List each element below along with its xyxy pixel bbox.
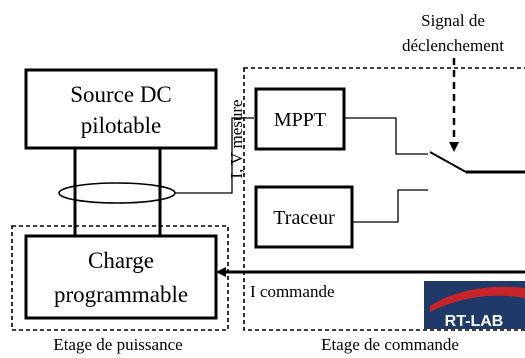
charge-block (24, 234, 218, 320)
source-dc-label-line1: Source DC (70, 82, 172, 107)
switch-blade (429, 151, 467, 173)
mppt-output-line (344, 117, 428, 155)
rt-lab-logo: RT-LAB (424, 281, 525, 330)
iv-mesure-label: I, V mesure (227, 99, 246, 178)
i-commande-label: I commande (250, 282, 335, 301)
etage-puissance-frame (11, 225, 229, 331)
traceur-output-line (352, 189, 428, 223)
signal-label-line2: déclenchement (402, 36, 504, 55)
mppt-label: MPPT (274, 109, 326, 131)
etage-commande-label: Etage de commande (321, 335, 459, 354)
charge-label-line1: Charge (88, 248, 154, 273)
mppt-block (254, 87, 346, 151)
rt-lab-logo-swoosh (430, 286, 525, 312)
traceur-block (254, 185, 354, 249)
rt-lab-logo-text: RT-LAB (445, 313, 504, 330)
charge-label-line2: programmable (54, 282, 188, 307)
signal-label-line1: Signal de (421, 11, 485, 30)
traceur-label: Traceur (273, 207, 335, 229)
source-dc-label-line2: pilotable (81, 113, 161, 138)
source-dc-block (24, 68, 218, 150)
etage-commande-frame (243, 67, 525, 331)
etage-puissance-label: Etage de puissance (53, 335, 182, 354)
measure-line (175, 117, 254, 194)
